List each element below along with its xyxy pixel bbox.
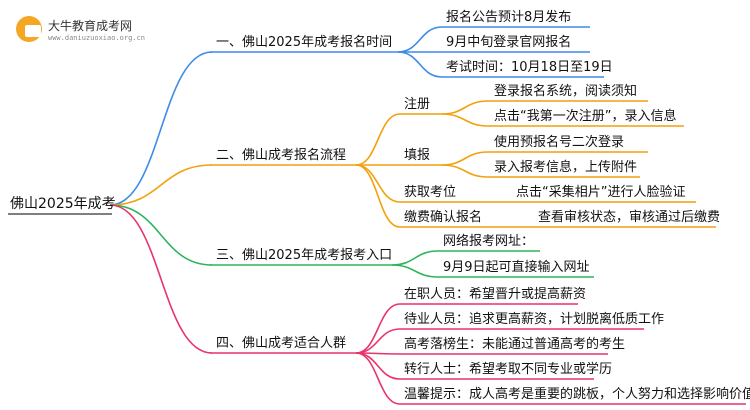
connector-branch-4-item-2	[355, 328, 401, 354]
branch-2-group-3-item-1: 点击“采集相片”进行人脸验证	[516, 185, 686, 200]
root-node: 佛山2025年成考	[10, 196, 116, 212]
connector-group-2-item-2	[441, 164, 489, 178]
branch-4-item-3: 高考落榜生：未能通过普通高考的考生	[404, 337, 626, 352]
branch-2-group-4-label: 缴费确认报名	[404, 210, 483, 225]
connector-branch-1-item-3	[397, 51, 443, 78]
branch-3-label: 三、佛山2025年成考报考入口	[216, 248, 393, 263]
connector-group-1-item-1	[441, 100, 489, 115]
branch-2-group-2-item-1: 使用预报名号二次登录	[494, 135, 625, 150]
branch-2-group-1-item-1: 登录报名系统，阅读须知	[494, 84, 638, 99]
branch-2-group-2-item-2: 录入报考信息，上传附件	[494, 160, 638, 175]
site-logo: 大牛教育成考网 www.daniuzuoxiao.org.cn	[12, 14, 145, 50]
branch-4-item-1: 在职人员：希望晋升或提高薪资	[404, 287, 587, 302]
branch-3-item-1: 网络报考网址：	[443, 234, 535, 249]
connector-branch-1-item-1	[397, 26, 443, 53]
branch-2-group-1-item-2: 点击“我第一次注册”，录入信息	[494, 109, 677, 124]
logo-url: www.daniuzuoxiao.org.cn	[48, 34, 145, 42]
branch-2-group-3-label: 获取考位	[404, 185, 457, 200]
branch-1-item-1: 报名公告预计8月发布	[446, 10, 572, 25]
branch-2-group-2-label: 填报	[404, 148, 431, 163]
branch-4-label: 四、佛山成考适合人群	[216, 336, 347, 351]
branch-3-item-2: 9月9日起可直接输入网址	[443, 260, 590, 275]
connector-root-branch-3	[109, 204, 213, 266]
book-icon	[25, 25, 41, 37]
connector-branch-4-item-4	[355, 352, 401, 380]
connector-root-branch-2	[109, 164, 213, 206]
branch-2-group-4-item-1: 查看审核状态，审核通过后缴费	[538, 210, 721, 225]
connector-branch-2-group-1	[355, 113, 401, 166]
branch-1-item-3: 考试时间：10月18日至19日	[446, 60, 613, 75]
branch-2-label: 二、佛山成考报名流程	[216, 148, 347, 163]
connector-root-branch-4	[109, 204, 213, 354]
branch-2-group-1-label: 注册	[404, 97, 431, 112]
connector-branch-2-group-4	[355, 164, 401, 228]
connector-group-2-item-1	[441, 151, 489, 166]
connector-branch-3-item-2	[391, 264, 439, 278]
connector-group-1-item-2	[441, 113, 489, 127]
connector-root-branch-1	[109, 51, 213, 206]
branch-1-item-2: 9月中旬登录官网报名	[446, 35, 572, 50]
connector-branch-4-item-5	[355, 352, 401, 405]
logo-icon	[16, 16, 42, 42]
connector-branch-4-item-1	[355, 303, 401, 354]
connector-branch-3-item-1	[391, 250, 439, 266]
branch-4-item-5: 温馨提示：成人高考是重要的跳板，个人努力和选择影响价值。	[404, 387, 750, 402]
branch-1-label: 一、佛山2025年成考报名时间	[216, 35, 393, 50]
branch-4-item-2: 待业人员：追求更高薪资，计划脱离低质工作	[404, 312, 665, 327]
branch-4-item-4: 转行人士：希望考取不同专业或学历	[404, 362, 613, 377]
logo-name: 大牛教育成考网	[48, 19, 133, 33]
